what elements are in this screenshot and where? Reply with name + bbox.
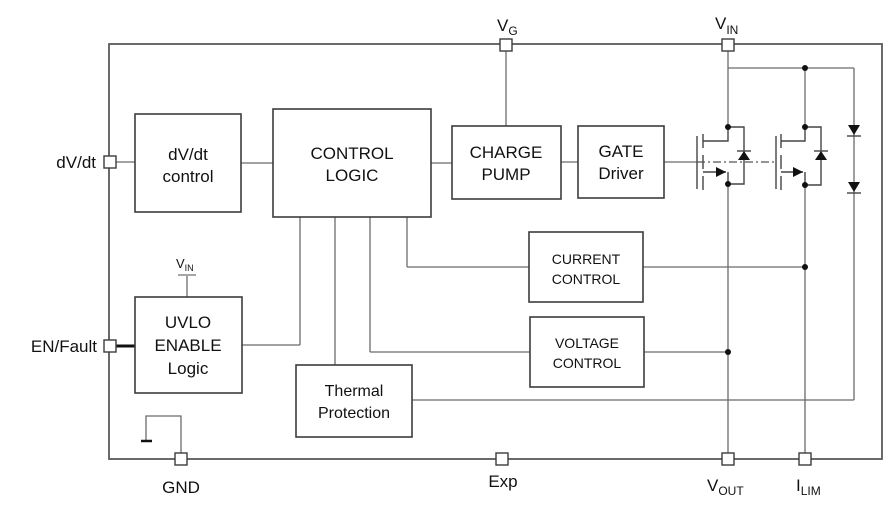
pin-label-vin: VIN (715, 14, 738, 37)
ic-package-outline (108, 43, 883, 460)
uvlo-vin-label: VIN (176, 256, 194, 273)
wire-gnd (145, 415, 182, 453)
sense-diodes (847, 125, 861, 194)
block-label: Driver (598, 164, 644, 183)
block-label: Protection (318, 405, 390, 422)
junction-dot (802, 264, 808, 270)
block-label: CONTROL (552, 271, 621, 287)
block-uvlo-enable-logic: UVLO ENABLE Logic (134, 296, 243, 394)
block-label: GATE (598, 142, 643, 161)
block-label: Thermal (325, 383, 384, 400)
junction-dot (725, 349, 731, 355)
pin-en-fault (103, 339, 117, 353)
block-charge-pump: CHARGE PUMP (451, 125, 562, 200)
block-voltage-control: VOLTAGE CONTROL (529, 316, 645, 388)
block-label: ENABLE (154, 336, 221, 355)
block-label: dV/dt (168, 145, 208, 164)
diode-icon (815, 151, 827, 160)
block-gate-driver: GATE Driver (577, 125, 665, 199)
arrow-icon (793, 167, 803, 177)
pin-label-gnd: GND (162, 478, 200, 497)
pin-label-exp: Exp (488, 472, 517, 491)
pin-vin (721, 38, 735, 52)
block-label: LOGIC (326, 166, 379, 185)
mosfet-sense (775, 124, 828, 190)
block-label: CONTROL (310, 144, 393, 163)
pin-gnd (174, 452, 188, 466)
pin-label-vout: VOUT (707, 476, 744, 498)
block-label: VOLTAGE (555, 335, 619, 351)
block-label: UVLO (165, 313, 211, 332)
block-label: CONTROL (553, 355, 622, 371)
mosfet-main (696, 124, 751, 190)
pin-ilim (798, 452, 812, 466)
block-label: control (162, 167, 213, 186)
block-label: Logic (168, 359, 209, 378)
pin-label-vg: VG (497, 16, 518, 38)
arrow-icon (716, 167, 726, 177)
diode-icon (738, 151, 750, 160)
down-arrow-icon (848, 182, 860, 192)
block-label: CURRENT (552, 251, 621, 267)
block-thermal-protection: Thermal Protection (295, 364, 413, 438)
pin-vg (499, 38, 513, 52)
pin-vout (721, 452, 735, 466)
pin-exp (495, 452, 509, 466)
pin-dvdt (103, 155, 117, 169)
block-control-logic: CONTROL LOGIC (272, 108, 432, 218)
pin-label-en-fault: EN/Fault (31, 337, 97, 356)
junction-dot (802, 65, 808, 71)
pin-label-dvdt: dV/dt (56, 153, 96, 172)
block-current-control: CURRENT CONTROL (528, 231, 644, 303)
wires (116, 51, 855, 453)
block-dvdt-control: dV/dt control (134, 113, 242, 213)
block-label: CHARGE (470, 143, 543, 162)
block-label: PUMP (481, 165, 530, 184)
down-arrow-icon (848, 125, 860, 135)
pin-label-ilim: ILIM (796, 476, 821, 498)
